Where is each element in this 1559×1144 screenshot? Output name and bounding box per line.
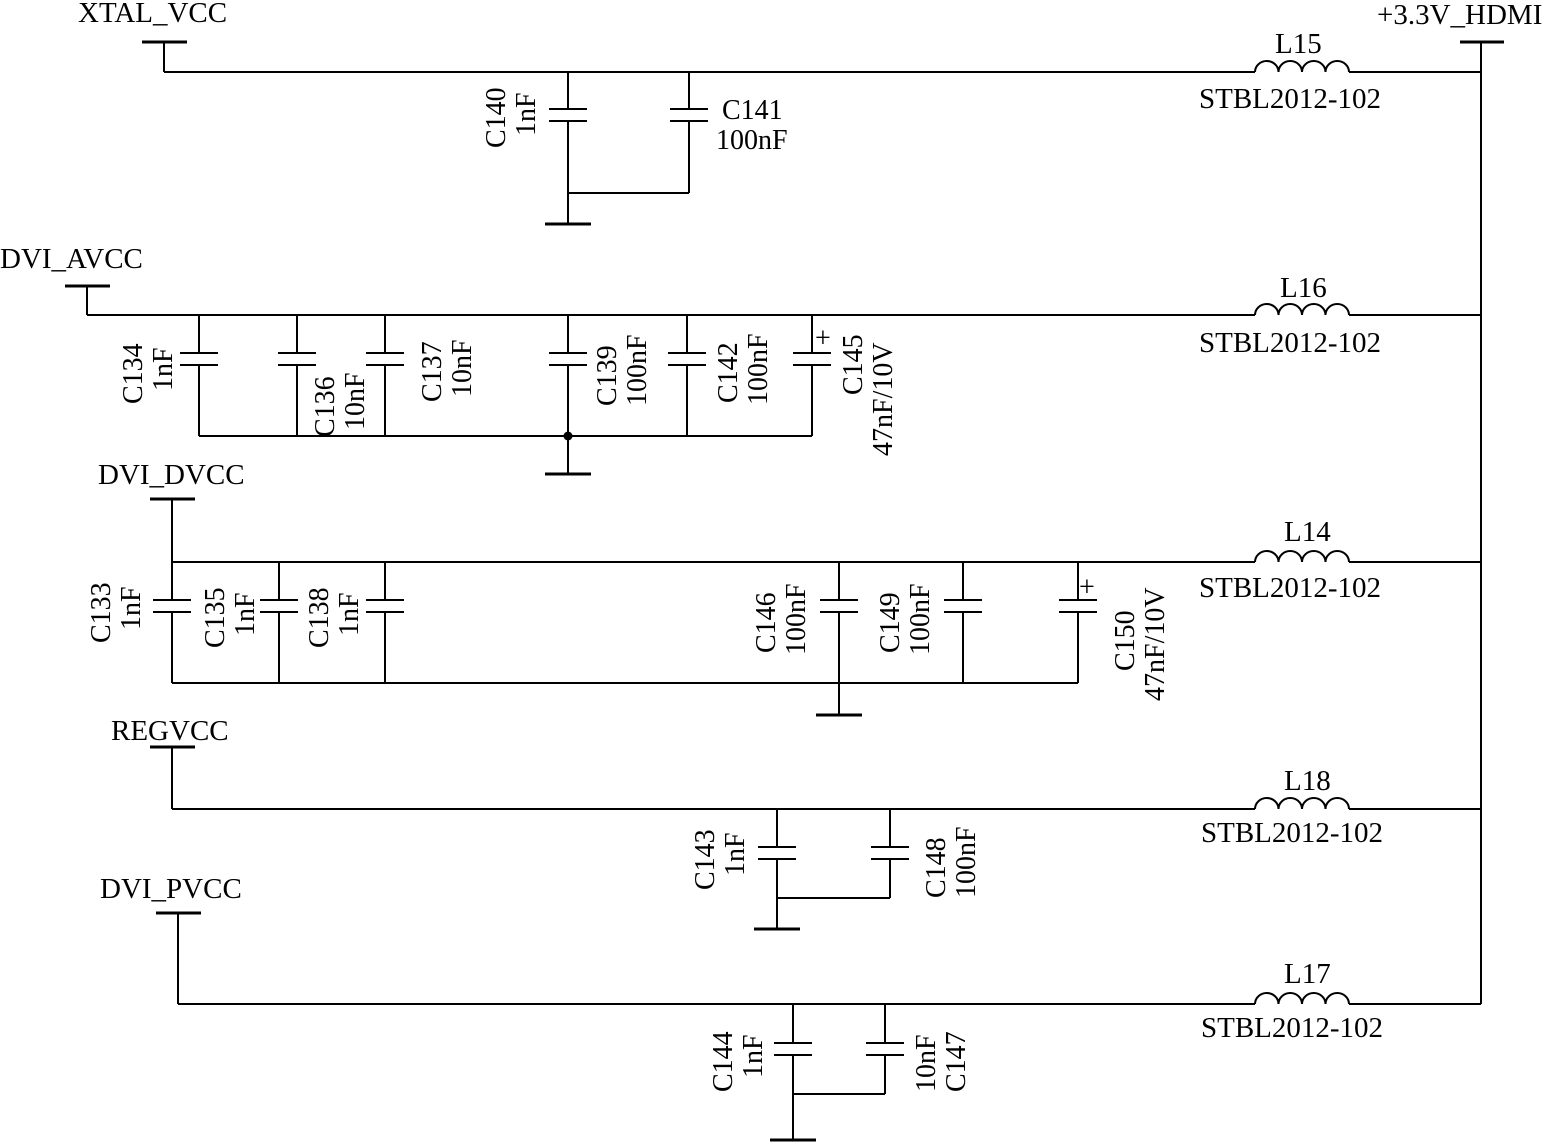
capacitor-c134: C134 1nF bbox=[118, 315, 218, 436]
inductor-l15-part: STBL2012-102 bbox=[1199, 83, 1381, 115]
capacitor-c150: + C150 47nF/10V bbox=[1059, 562, 1171, 701]
capacitor-c133-value: 1nF bbox=[116, 586, 147, 630]
dvi-pvcc-rail: DVI_PVCC L17 STBL2012-102 C144 1nF 10 bbox=[100, 873, 1481, 1142]
xtal-vcc-rail: XTAL_VCC L15 STBL2012-102 C140 1nF C1 bbox=[78, 0, 1481, 226]
capacitor-c141-value: 100nF bbox=[716, 125, 788, 156]
dvi-dvcc-label: DVI_DVCC bbox=[98, 459, 245, 491]
capacitor-c134-value: 1nF bbox=[148, 347, 179, 391]
capacitor-c148-ref: C148 bbox=[921, 837, 952, 898]
capacitor-c149-ref: C149 bbox=[875, 592, 906, 653]
capacitor-c146: C146 100nF bbox=[751, 562, 858, 683]
polarity-plus: + bbox=[815, 323, 831, 354]
capacitor-c145-ref: C145 bbox=[838, 334, 869, 395]
dvi-avcc-label: DVI_AVCC bbox=[0, 243, 143, 275]
inductor-l17: L17 STBL2012-102 bbox=[1201, 958, 1383, 1044]
capacitor-c136-value: 10nF bbox=[340, 372, 371, 430]
inductor-l17-ref: L17 bbox=[1284, 958, 1331, 990]
xtal-vcc-label: XTAL_VCC bbox=[78, 0, 227, 29]
capacitor-c140-value: 1nF bbox=[511, 92, 542, 136]
capacitor-c146-value: 100nF bbox=[781, 583, 812, 655]
inductor-l14-part: STBL2012-102 bbox=[1199, 572, 1381, 604]
capacitor-c144-ref: C144 bbox=[708, 1031, 739, 1092]
dvi-dvcc-rail: DVI_DVCC L14 STBL2012-102 C133 1nF bbox=[86, 459, 1481, 717]
capacitor-c146-ref: C146 bbox=[751, 592, 782, 653]
capacitor-c140: C140 1nF bbox=[481, 72, 587, 224]
capacitor-c144-value: 1nF bbox=[738, 1034, 769, 1078]
inductor-l14-ref: L14 bbox=[1284, 516, 1331, 548]
capacitor-c133: C133 1nF bbox=[86, 562, 191, 683]
capacitor-c149-value: 100nF bbox=[905, 583, 936, 655]
capacitor-c149: C149 100nF bbox=[875, 562, 982, 683]
capacitor-c143-value: 1nF bbox=[720, 832, 751, 876]
capacitor-c147: 10nF C147 bbox=[793, 1004, 972, 1095]
inductor-l18-part: STBL2012-102 bbox=[1201, 817, 1383, 849]
capacitor-c137-value: 10nF bbox=[447, 339, 478, 397]
capacitor-c148-value: 100nF bbox=[951, 826, 982, 898]
polarity-plus: + bbox=[1079, 572, 1095, 603]
capacitor-c140-ref: C140 bbox=[481, 87, 512, 148]
regvcc-label: REGVCC bbox=[111, 715, 229, 747]
capacitor-c142-value: 100nF bbox=[743, 333, 774, 405]
capacitor-c133-ref: C133 bbox=[86, 582, 117, 643]
inductor-l14: L14 STBL2012-102 bbox=[1199, 516, 1381, 604]
capacitor-c137: C137 10nF bbox=[366, 315, 478, 436]
supply-3v3-label: +3.3V_HDMI bbox=[1377, 0, 1542, 31]
regvcc-rail: REGVCC L18 STBL2012-102 C143 1nF C148 bbox=[111, 715, 1481, 931]
capacitor-c139: C139 100nF bbox=[549, 315, 653, 436]
dvi-avcc-rail: DVI_AVCC L16 STBL2012-102 C134 1nF bbox=[0, 243, 1481, 476]
capacitor-c150-value: 47nF/10V bbox=[1140, 587, 1171, 701]
inductor-l15: L15 STBL2012-102 bbox=[1199, 28, 1381, 115]
capacitor-c139-ref: C139 bbox=[592, 345, 623, 406]
capacitor-c142-ref: C142 bbox=[713, 342, 744, 403]
capacitor-c141-ref: C141 bbox=[722, 95, 783, 126]
capacitor-c145: + C145 47nF/10V bbox=[793, 315, 899, 456]
capacitor-c138-value: 1nF bbox=[334, 592, 365, 636]
capacitor-c150-ref: C150 bbox=[1110, 610, 1141, 671]
capacitor-c141: C141 100nF bbox=[568, 72, 788, 194]
capacitor-c137-ref: C137 bbox=[417, 341, 448, 402]
capacitor-c134-ref: C134 bbox=[118, 343, 149, 404]
capacitor-c148: C148 100nF bbox=[777, 809, 982, 899]
capacitor-c135: C135 1nF bbox=[200, 562, 298, 683]
capacitor-c143: C143 1nF bbox=[690, 809, 796, 929]
inductor-l16-part: STBL2012-102 bbox=[1199, 327, 1381, 359]
inductor-l18: L18 STBL2012-102 bbox=[1201, 765, 1383, 849]
capacitor-c143-ref: C143 bbox=[690, 829, 721, 890]
capacitor-c136-ref: C136 bbox=[310, 376, 341, 437]
capacitor-c147-ref: C147 bbox=[941, 1031, 972, 1092]
inductor-l16-ref: L16 bbox=[1280, 272, 1327, 304]
inductor-l17-part: STBL2012-102 bbox=[1201, 1012, 1383, 1044]
supply-3v3-bus: +3.3V_HDMI bbox=[1377, 0, 1542, 1004]
capacitor-c147-value: 10nF bbox=[911, 1034, 942, 1092]
capacitor-c138-ref: C138 bbox=[304, 587, 335, 648]
dvi-pvcc-label: DVI_PVCC bbox=[100, 873, 242, 905]
capacitor-c142: C142 100nF bbox=[668, 315, 774, 436]
capacitor-c138: C138 1nF bbox=[304, 562, 404, 683]
inductor-l16: L16 STBL2012-102 bbox=[1199, 272, 1381, 359]
capacitor-c136: C136 10nF bbox=[278, 315, 371, 437]
capacitor-c135-ref: C135 bbox=[200, 587, 231, 648]
capacitor-c145-value: 47nF/10V bbox=[868, 342, 899, 456]
capacitor-c144: C144 1nF bbox=[708, 1004, 812, 1140]
inductor-l18-ref: L18 bbox=[1284, 765, 1331, 797]
inductor-l15-ref: L15 bbox=[1275, 28, 1322, 60]
capacitor-c135-value: 1nF bbox=[230, 592, 261, 636]
capacitor-c139-value: 100nF bbox=[622, 334, 653, 406]
